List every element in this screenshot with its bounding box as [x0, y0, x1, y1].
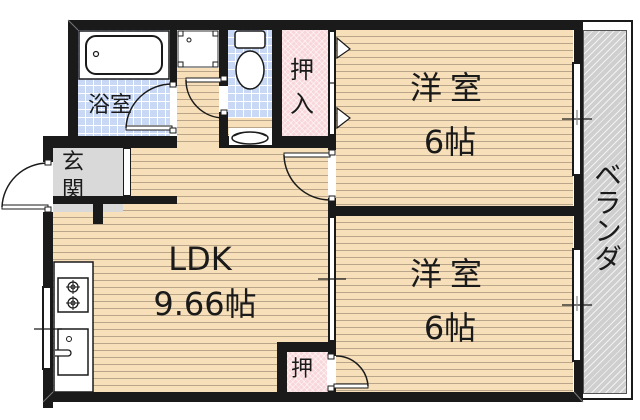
wall-bathroom-right: [170, 20, 177, 86]
entrance-label-2: 関: [62, 178, 85, 203]
ldk-name: LDK: [168, 240, 232, 278]
bathroom-door-swing[interactable]: [125, 81, 177, 134]
wall-left: [43, 136, 53, 408]
toilet-icon: [234, 30, 266, 90]
window-ticks: [34, 110, 592, 330]
closet-large-label-2: 入: [290, 90, 314, 118]
wall-bedroom-divider: [328, 206, 583, 216]
western-room-1-floor: [336, 30, 574, 206]
entrance-step-edge: [123, 148, 131, 196]
closet-small-door-swing[interactable]: [327, 353, 369, 392]
closet-large-floor: [282, 30, 328, 136]
western-room-1-size: 6帖: [423, 123, 477, 161]
wall-entrance-bottom: [53, 196, 177, 204]
wall-closet-small-top: [277, 342, 336, 352]
western-room-2-size: 6帖: [423, 309, 477, 347]
western-room-2-name: 洋室: [409, 255, 490, 293]
bathroom-label: 浴室: [88, 93, 133, 118]
wall-closet-small-left: [277, 342, 287, 397]
wall-corner-marks: [42, 19, 584, 403]
entrance-door-swing[interactable]: [1, 159, 53, 213]
window-kitchen: [42, 286, 52, 370]
wall-bathroom-bottom: [43, 136, 177, 148]
closet-door-arrows: [328, 36, 351, 130]
closet-small-floor: [287, 352, 327, 392]
wall-washer-right: [219, 20, 228, 148]
washbasin-icon: [229, 128, 272, 145]
kitchen-sink-icon: [55, 328, 89, 376]
wall-bathroom-left: [68, 20, 78, 146]
bedroom1-door-swing[interactable]: [283, 149, 336, 202]
entrance-label-1: 玄: [62, 150, 85, 175]
wall-bottom: [43, 392, 583, 402]
bathtub-icon: [78, 30, 170, 80]
closet-large-label-1: 押: [290, 56, 314, 84]
gas-stove-icon: [57, 277, 89, 313]
closet-small-label: 押: [291, 357, 314, 382]
wall-toilet-right: [272, 20, 282, 148]
wall-entrance-step: [93, 196, 103, 224]
wall-top: [68, 20, 574, 30]
western-room-2-floor: [336, 216, 574, 392]
ldk-size: 9.66帖: [153, 285, 257, 323]
washing-machine-icon: [177, 30, 219, 68]
western-room-1-name: 洋室: [409, 69, 490, 107]
wall-right: [574, 20, 583, 402]
veranda-label: ベランダ: [590, 160, 623, 272]
toilet-door-swing[interactable]: [185, 75, 228, 119]
veranda-floor: [583, 30, 627, 394]
